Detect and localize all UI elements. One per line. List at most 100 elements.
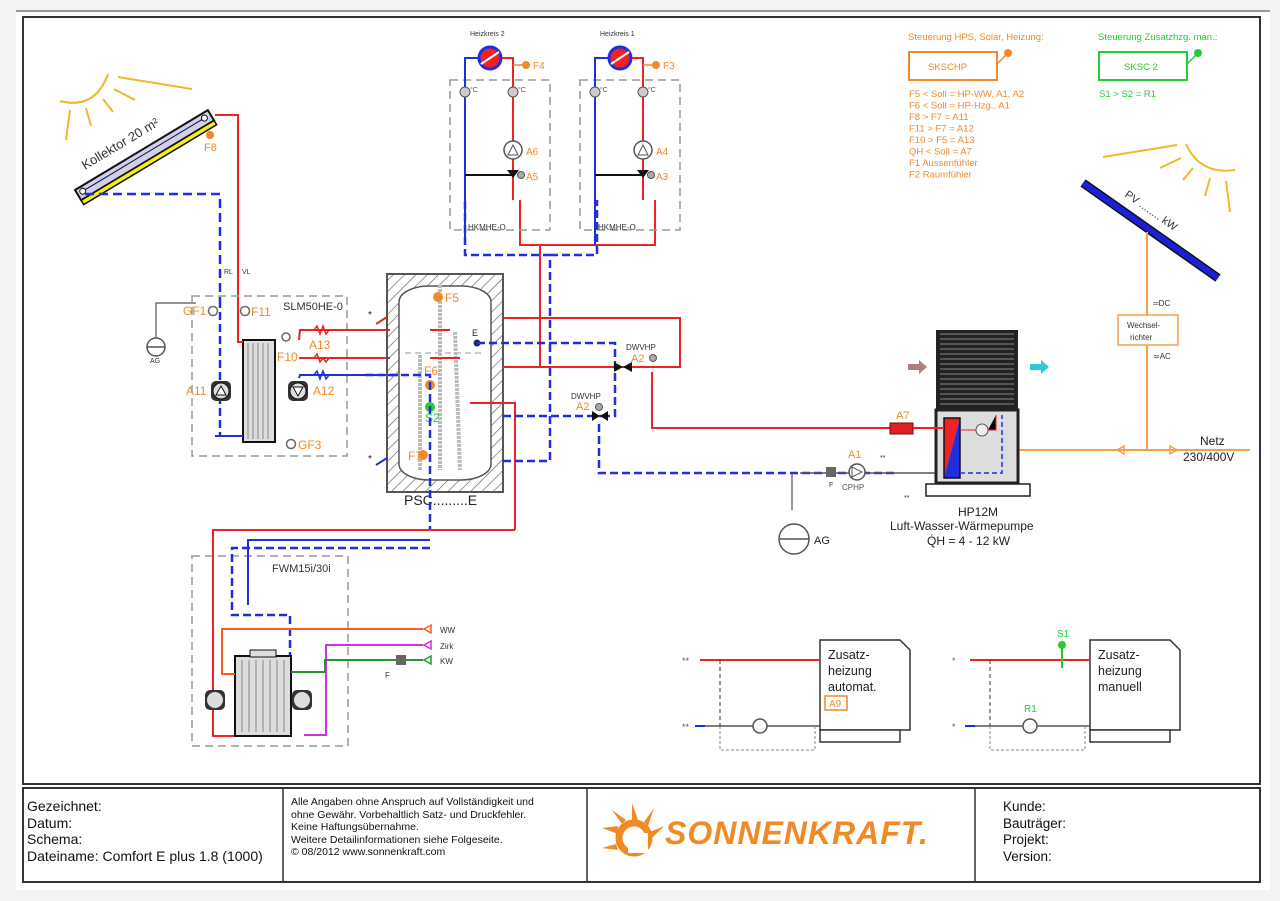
plate-heat-exchanger: [242, 339, 276, 443]
expansion-vessel-hp-label: AG: [814, 535, 830, 547]
controller-rule: F10 > F5 = A13: [909, 135, 975, 146]
freshwater-filter-icon: [396, 655, 406, 665]
heater-a7-label: A7: [896, 410, 909, 422]
filename-label: Dateiname: Comfort E plus 1.8 (1000): [27, 847, 263, 864]
controller-rule: F6 < Soll = HP-Hzg., A1: [909, 101, 1010, 112]
heat-pump-unit: [925, 330, 1031, 497]
aux-heater-label: manuell: [1098, 680, 1142, 694]
freshwater-pump-right-icon: [292, 690, 312, 710]
break-mark: *: [952, 722, 956, 732]
inverter-label-2: richter: [1130, 333, 1153, 342]
inverter-box: [1117, 314, 1179, 346]
heating-circuit-mixer: A3: [656, 172, 669, 183]
expansion-vessel-icon: [146, 302, 196, 357]
aux-heater-label: Zusatz-: [1098, 648, 1140, 662]
drawn-by-label: Gezeichnet:: [27, 798, 102, 814]
break-mark: **: [682, 722, 690, 732]
controller-rule: F5 < Soll = HP-WW, A1, A2: [909, 89, 1024, 100]
air-out-arrow-icon: [1030, 360, 1049, 374]
controller-main-box: [908, 51, 998, 81]
controller-rule: F1 Aussenfühler: [909, 158, 978, 169]
storage-tank: [386, 273, 504, 493]
flow-label: VL: [242, 269, 251, 276]
aux-heater-label: heizung: [828, 664, 872, 678]
thermometer-unit: °C: [470, 86, 478, 94]
break-mark-top: *: [368, 310, 372, 321]
sun-icon-pv: [1102, 143, 1236, 213]
heating-circuit-pump: A6: [526, 147, 539, 158]
inverter-label-1: Wechsel-: [1127, 321, 1161, 330]
aux-heater-label: automat.: [828, 680, 877, 694]
developer-label: Bauträger:: [1003, 815, 1067, 831]
controller-aux-name: SKSC 2: [1124, 62, 1158, 73]
version-label: Version:: [1003, 848, 1052, 864]
heat-pump-capacity: Q̇H = 4 - 12 kW: [927, 534, 1011, 548]
expansion-vessel-hp-icon: [778, 473, 810, 555]
freshwater-module-box: [191, 555, 349, 747]
controller-aux-heading: Steuerung Zusatzhzg. man.:: [1098, 32, 1217, 43]
heating-circuit-mixer: A5: [526, 172, 539, 183]
sensor-f7-label: F7: [408, 449, 422, 463]
heating-circuit-sensor: F4: [533, 61, 545, 72]
heating-circuit-pump: A4: [656, 147, 669, 158]
thermometer-unit: °C: [518, 86, 526, 94]
sensor-f5-label: F5: [445, 291, 459, 305]
valve-a2-upper-id: A2: [631, 353, 644, 365]
pump-a12-label: A12: [313, 384, 335, 398]
title-block-frame: [22, 787, 1261, 883]
pv-panel: [1080, 179, 1221, 282]
outlet-zirk-label: Zirk: [440, 642, 454, 651]
pump-cphp-label: CPHP: [842, 483, 864, 492]
drawing-frame: [22, 16, 1261, 785]
freshwater-heat-exchanger: [234, 649, 292, 737]
solar-station-label: SLM50HE-0: [283, 301, 343, 313]
f10-label: F10: [277, 350, 298, 364]
sonnenkraft-logo-icon: [602, 803, 664, 857]
break-mark: **: [682, 656, 690, 666]
controller-rule: F11 > F7 = A12: [909, 124, 974, 135]
thermometer-unit: °C: [648, 86, 656, 94]
aux-heater-pump: R1: [1024, 704, 1037, 715]
f11-label: F11: [251, 305, 271, 319]
aux-heaters: Zusatz-heizungautomat.****A9Zusatz-heizu…: [682, 629, 1181, 751]
valve-a2-lower-id: A2: [576, 401, 589, 413]
filter-label: F: [829, 482, 833, 489]
element-label: E: [472, 328, 478, 338]
diverter-valve-a2-lower: [592, 403, 608, 421]
boiler-pump-icon: [752, 718, 768, 734]
valve-a2-lower-type: DWVHP: [571, 392, 601, 401]
freshwater-module-label: FWM15i/30i: [272, 563, 331, 575]
diverter-valve-a2-upper: [614, 354, 657, 372]
title-block-right: Kunde: Bauträger: Projekt: Version:: [1003, 799, 1203, 865]
controller-rule: QH < Soll = A7: [909, 147, 972, 158]
break-mark-bottom: *: [368, 454, 372, 465]
return-label: RL: [224, 269, 233, 276]
freshwater-pump-left-icon: [205, 690, 225, 710]
pump-a12-icon: [288, 381, 308, 401]
sensor-f8-icon: [206, 131, 214, 139]
aux-heater-label: Zusatz-: [828, 648, 870, 662]
title-block-disclaimer: Alle Angaben ohne Anspruch auf Vollständ…: [291, 796, 591, 859]
break-mark: *: [952, 656, 956, 666]
sensor-f8-label: F8: [204, 142, 217, 154]
a13-label: A13: [309, 338, 331, 352]
sun-icon: [59, 73, 193, 141]
gf1-label: GF1: [183, 304, 207, 318]
heating-circuit-title: Heizkreis 1: [600, 31, 635, 38]
boiler-icon: [1089, 639, 1181, 731]
aux-heater-relay: A9: [829, 699, 842, 710]
pump-a11-label: A11: [186, 384, 207, 398]
disclaimer-line: ohne Gewähr. Vorbehaltlich Satz- und Dru…: [291, 808, 527, 821]
boiler-pump-icon: [1022, 718, 1038, 734]
heating-circuit-module: HKMHE-O: [598, 223, 636, 232]
heat-pump-type: Luft-Wasser-Wärmepumpe: [890, 519, 1034, 533]
aux-heater-sensor: S1: [1057, 629, 1070, 640]
freshwater-filter-label: F: [385, 671, 390, 680]
air-in-arrow-icon: [908, 360, 927, 374]
boiler-icon: [819, 639, 911, 731]
disclaimer-line: © 08/2012 www.sonnenkraft.com: [291, 846, 446, 858]
controller-rule: F8 > F7 = A11: [909, 112, 969, 123]
grid-label: Netz: [1200, 434, 1225, 448]
